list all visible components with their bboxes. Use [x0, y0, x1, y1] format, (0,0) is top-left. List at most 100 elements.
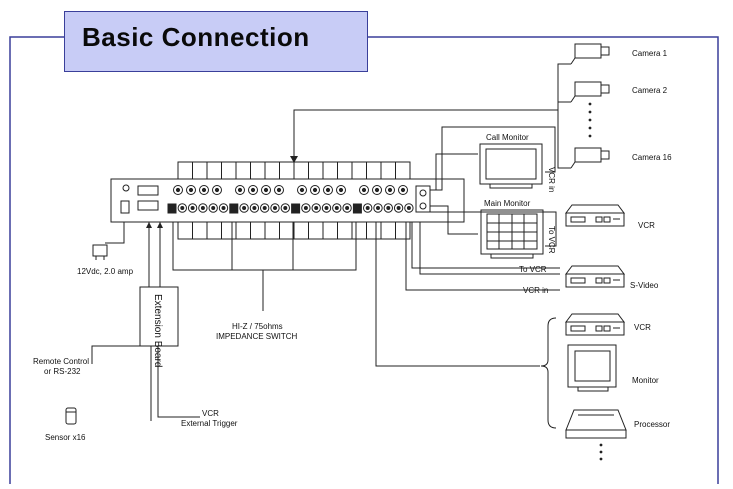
connector-tab — [322, 221, 338, 240]
ellipsis-dots — [588, 102, 592, 138]
dvr-unit — [110, 161, 465, 240]
bnc-connector-icon — [372, 185, 382, 195]
bnc-connector-icon — [248, 185, 258, 195]
connector-tab — [177, 221, 193, 240]
title-banner — [64, 11, 368, 72]
ext-board-wiring — [91, 222, 200, 421]
bnc-connector-icon — [198, 203, 208, 213]
bnc-connector-icon — [311, 203, 321, 213]
camera-16-icon — [570, 147, 610, 169]
bnc-connector-icon — [274, 185, 284, 195]
bnc-connector-icon — [173, 185, 183, 195]
camera-bus-line — [293, 63, 571, 169]
bnc-connector-icon — [336, 185, 346, 195]
label-vcr-right: VCR — [638, 221, 655, 230]
connector-tab — [264, 221, 280, 240]
label-remote-2: or RS-232 — [44, 367, 81, 376]
label-remote-1: Remote Control — [33, 357, 89, 366]
bnc-connector-icon — [297, 185, 307, 195]
processor-bus — [375, 222, 540, 367]
label-to-vcr-vertical: To VCR — [547, 226, 556, 254]
label-impedance-1: HI-Z / 75ohms — [232, 322, 283, 331]
bnc-row-bottom — [167, 203, 414, 214]
processor-ellipsis — [599, 443, 603, 461]
impedance-wiring — [172, 222, 357, 311]
top-connector-tabs — [177, 161, 411, 180]
extension-board — [139, 286, 179, 347]
bnc-connector-icon — [321, 203, 332, 213]
bnc-connector-icon — [186, 185, 196, 195]
connector-tab — [279, 161, 295, 180]
connector-tab — [395, 221, 411, 240]
connector-tab — [351, 221, 367, 240]
bnc-connector-icon — [239, 203, 249, 213]
connector-tab — [206, 161, 222, 180]
connector-tab — [250, 221, 266, 240]
bnc-connector-icon — [208, 203, 218, 213]
bnc-connector-icon — [332, 203, 342, 213]
bnc-connector-icon — [383, 203, 393, 213]
connector-tab — [264, 161, 280, 180]
connector-tab — [279, 221, 295, 240]
connector-tab — [293, 161, 309, 180]
switch-icon — [352, 203, 362, 214]
camera-2-icon — [570, 81, 610, 103]
serial-port-2-icon — [137, 200, 159, 211]
labels: Camera 1 Camera 2 Camera 16 Call Monitor… — [33, 49, 672, 442]
main-monitor-icon — [480, 209, 544, 259]
connector-tab — [366, 161, 382, 180]
bnc-connector-icon — [323, 185, 333, 195]
bnc-connector-icon — [310, 185, 320, 195]
connector-tab — [337, 221, 353, 240]
bnc-connector-icon — [199, 185, 209, 195]
switch-icon — [229, 203, 239, 214]
bnc-connector-icon — [187, 203, 198, 213]
connector-tab — [192, 221, 208, 240]
bnc-connector-icon — [212, 185, 222, 195]
bnc-connector-icon — [393, 203, 404, 213]
bnc-connector-icon — [249, 203, 260, 213]
camera-1-icon — [570, 43, 610, 65]
vcr-units — [565, 204, 625, 336]
label-vcr-lower: VCR — [634, 323, 651, 332]
sensor-icon — [65, 407, 77, 425]
connector-tab — [293, 221, 309, 240]
connector-tab — [366, 221, 382, 240]
brace — [540, 317, 557, 429]
bnc-connector-icon — [342, 203, 352, 213]
connector-tab — [206, 221, 222, 240]
connector-tab — [351, 161, 367, 180]
bnc-connector-icon — [359, 185, 369, 195]
label-vcr-in-vertical: VCR in — [547, 167, 556, 192]
monitor-out-block — [415, 185, 431, 213]
page-title: Basic Connection — [82, 22, 310, 52]
label-main-monitor: Main Monitor — [484, 199, 531, 208]
bnc-connector-icon — [235, 185, 245, 195]
label-s-video: S-Video — [630, 281, 659, 290]
s-video-vcr-icon — [565, 265, 625, 288]
connector-tab — [395, 161, 411, 180]
power-adapter-icon — [92, 244, 108, 260]
outer-frame — [9, 36, 719, 484]
connector-tab — [221, 221, 237, 240]
connector-tab — [380, 221, 396, 240]
lower-monitor-icon — [567, 344, 617, 392]
label-processor: Processor — [634, 420, 670, 429]
bnc-connector-icon — [373, 203, 383, 213]
monitor-wiring — [405, 126, 560, 291]
power-button-icon — [122, 184, 130, 192]
switch-icon — [291, 203, 301, 214]
label-extension-board: Extension Board — [152, 294, 163, 367]
connector-tab — [192, 161, 208, 180]
dip-switch-icon — [120, 200, 130, 214]
bottom-connector-tabs — [177, 221, 411, 240]
bnc-connector-icon — [398, 185, 408, 195]
connector-tab — [177, 161, 193, 180]
lower-vcr-icon — [565, 313, 625, 336]
vcr-icon — [565, 204, 625, 227]
label-ext-vcr-1: VCR — [202, 409, 219, 418]
label-monitor-lower: Monitor — [632, 376, 659, 385]
connector-tab — [235, 221, 251, 240]
cameras — [570, 43, 610, 169]
